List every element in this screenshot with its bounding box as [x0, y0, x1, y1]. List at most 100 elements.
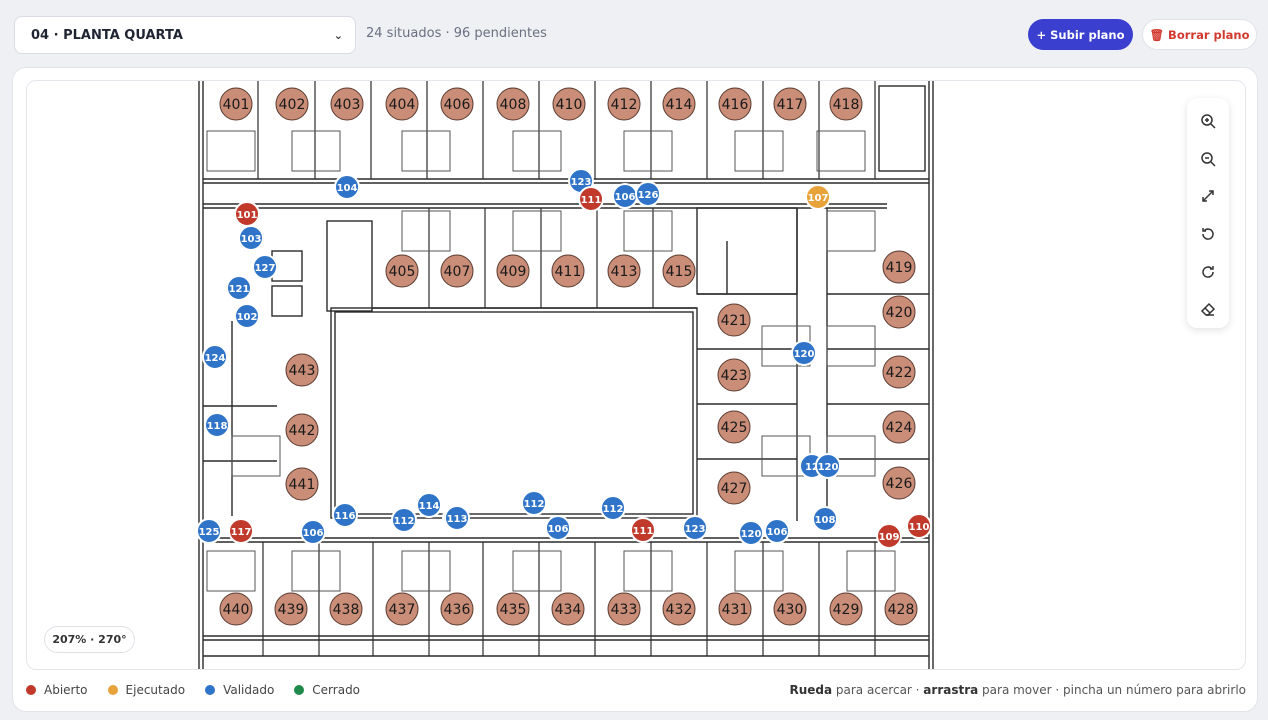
pin-circle[interactable] — [234, 303, 260, 329]
room-marker[interactable]: 437 — [385, 592, 419, 626]
pin-circle[interactable] — [545, 515, 571, 541]
room-marker[interactable]: 415 — [662, 254, 696, 288]
pin-circle[interactable] — [332, 502, 358, 528]
room-circle[interactable] — [496, 254, 530, 288]
room-marker[interactable]: 403 — [330, 87, 364, 121]
pin-circle[interactable] — [578, 186, 604, 212]
room-marker[interactable]: 401 — [219, 87, 253, 121]
incident-pin[interactable]: 108 — [812, 506, 838, 532]
pin-circle[interactable] — [764, 518, 790, 544]
room-circle[interactable] — [882, 355, 916, 389]
room-marker[interactable]: 429 — [829, 592, 863, 626]
room-circle[interactable] — [718, 592, 752, 626]
room-marker[interactable]: 438 — [329, 592, 363, 626]
room-circle[interactable] — [882, 250, 916, 284]
incident-pin[interactable]: 126 — [635, 181, 661, 207]
incident-pin[interactable]: 103 — [238, 225, 264, 251]
rotate-right-icon[interactable] — [1192, 256, 1224, 288]
incident-pin[interactable]: 104 — [334, 174, 360, 200]
room-circle[interactable] — [274, 592, 308, 626]
room-marker[interactable]: 424 — [882, 410, 916, 444]
room-circle[interactable] — [440, 87, 474, 121]
room-marker[interactable]: 441 — [285, 467, 319, 501]
incident-pin[interactable]: 120 — [815, 453, 841, 479]
incident-pin[interactable]: 111 — [630, 517, 656, 543]
incident-pin[interactable]: 106 — [300, 519, 326, 545]
room-circle[interactable] — [496, 592, 530, 626]
upload-plan-button[interactable]: + Subir plano — [1028, 19, 1133, 50]
pin-circle[interactable] — [635, 181, 661, 207]
incident-pin[interactable]: 116 — [332, 502, 358, 528]
pin-circle[interactable] — [521, 490, 547, 516]
room-marker[interactable]: 442 — [285, 413, 319, 447]
room-circle[interactable] — [219, 87, 253, 121]
pin-circle[interactable] — [196, 518, 222, 544]
room-circle[interactable] — [552, 87, 586, 121]
room-circle[interactable] — [882, 410, 916, 444]
incident-pin[interactable]: 127 — [252, 254, 278, 280]
room-circle[interactable] — [285, 413, 319, 447]
pin-circle[interactable] — [876, 523, 902, 549]
incident-pin[interactable]: 109 — [876, 523, 902, 549]
room-marker[interactable]: 430 — [773, 592, 807, 626]
room-circle[interactable] — [275, 87, 309, 121]
room-circle[interactable] — [884, 592, 918, 626]
incident-pin[interactable]: 112 — [521, 490, 547, 516]
pin-circle[interactable] — [812, 506, 838, 532]
room-circle[interactable] — [607, 592, 641, 626]
room-marker[interactable]: 419 — [882, 250, 916, 284]
room-marker[interactable]: 428 — [884, 592, 918, 626]
incident-pin[interactable]: 106 — [764, 518, 790, 544]
room-circle[interactable] — [829, 592, 863, 626]
room-circle[interactable] — [718, 87, 752, 121]
pin-circle[interactable] — [444, 505, 470, 531]
pin-circle[interactable] — [391, 507, 417, 533]
incident-pin[interactable]: 120 — [738, 520, 764, 546]
room-circle[interactable] — [551, 254, 585, 288]
room-marker[interactable]: 404 — [385, 87, 419, 121]
room-marker[interactable]: 427 — [717, 471, 751, 505]
pin-circle[interactable] — [204, 412, 230, 438]
pin-circle[interactable] — [252, 254, 278, 280]
room-circle[interactable] — [551, 592, 585, 626]
room-circle[interactable] — [496, 87, 530, 121]
room-circle[interactable] — [607, 87, 641, 121]
room-marker[interactable]: 405 — [385, 254, 419, 288]
room-marker[interactable]: 409 — [496, 254, 530, 288]
room-circle[interactable] — [717, 410, 751, 444]
pin-circle[interactable] — [226, 275, 252, 301]
eraser-icon[interactable] — [1192, 293, 1224, 325]
room-marker[interactable]: 421 — [717, 303, 751, 337]
incident-pin[interactable]: 121 — [226, 275, 252, 301]
incident-pin[interactable]: 123 — [682, 515, 708, 541]
room-circle[interactable] — [882, 466, 916, 500]
incident-pin[interactable]: 112 — [600, 495, 626, 521]
room-circle[interactable] — [385, 87, 419, 121]
incident-pin[interactable]: 117 — [228, 518, 254, 544]
room-circle[interactable] — [773, 87, 807, 121]
room-marker[interactable]: 439 — [274, 592, 308, 626]
room-marker[interactable]: 435 — [496, 592, 530, 626]
room-marker[interactable]: 414 — [662, 87, 696, 121]
incident-pin[interactable]: 106 — [545, 515, 571, 541]
room-circle[interactable] — [385, 592, 419, 626]
pin-circle[interactable] — [805, 184, 831, 210]
room-marker[interactable]: 416 — [718, 87, 752, 121]
room-marker[interactable]: 425 — [717, 410, 751, 444]
room-marker[interactable]: 412 — [607, 87, 641, 121]
room-marker[interactable]: 433 — [607, 592, 641, 626]
pin-circle[interactable] — [202, 344, 228, 370]
incident-pin[interactable]: 110 — [906, 513, 932, 539]
room-circle[interactable] — [285, 353, 319, 387]
room-marker[interactable]: 413 — [607, 254, 641, 288]
room-circle[interactable] — [440, 592, 474, 626]
incident-pin[interactable]: 111 — [578, 186, 604, 212]
room-circle[interactable] — [330, 87, 364, 121]
room-marker[interactable]: 402 — [275, 87, 309, 121]
incident-pin[interactable]: 124 — [202, 344, 228, 370]
pin-circle[interactable] — [238, 225, 264, 251]
room-circle[interactable] — [717, 303, 751, 337]
incident-pin[interactable]: 118 — [204, 412, 230, 438]
room-circle[interactable] — [329, 592, 363, 626]
